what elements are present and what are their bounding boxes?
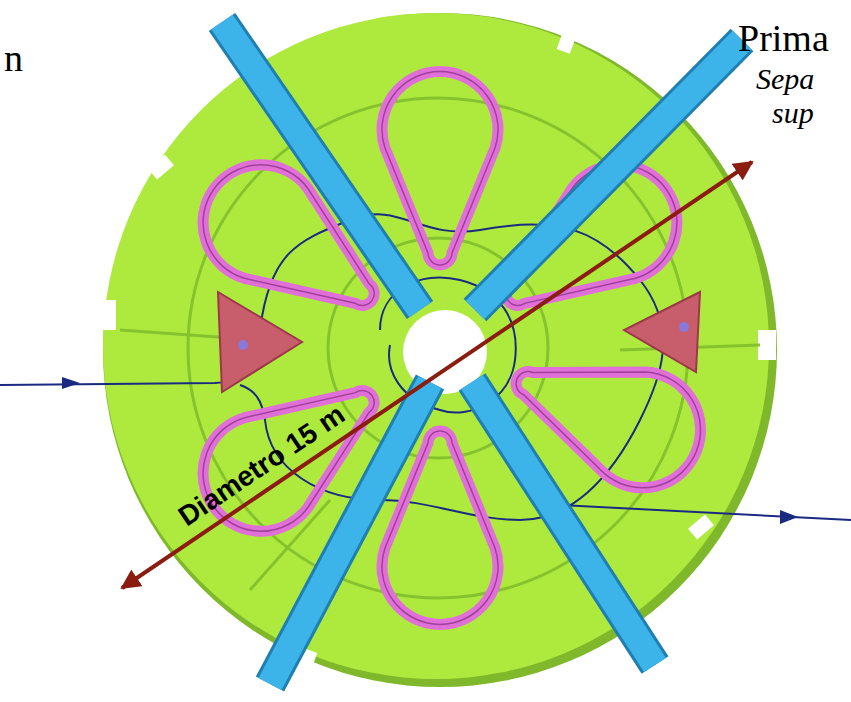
dimension-arrow — [122, 162, 752, 588]
coil-edge — [382, 72, 498, 265]
beam-arrowhead — [780, 510, 798, 524]
deflectors — [218, 292, 700, 392]
beam-arrowhead — [62, 377, 80, 389]
beamline-bars — [222, 22, 742, 684]
coil — [382, 72, 498, 265]
yoke-shadow — [103, 13, 777, 687]
note-label: Sepa — [756, 62, 814, 95]
yoke-disc — [103, 13, 769, 679]
heading-label: Prima — [738, 18, 829, 60]
sector-lines — [120, 98, 760, 600]
note-label: sup — [772, 96, 814, 129]
cut-label: n — [4, 38, 23, 80]
yoke-notches — [98, 28, 776, 673]
